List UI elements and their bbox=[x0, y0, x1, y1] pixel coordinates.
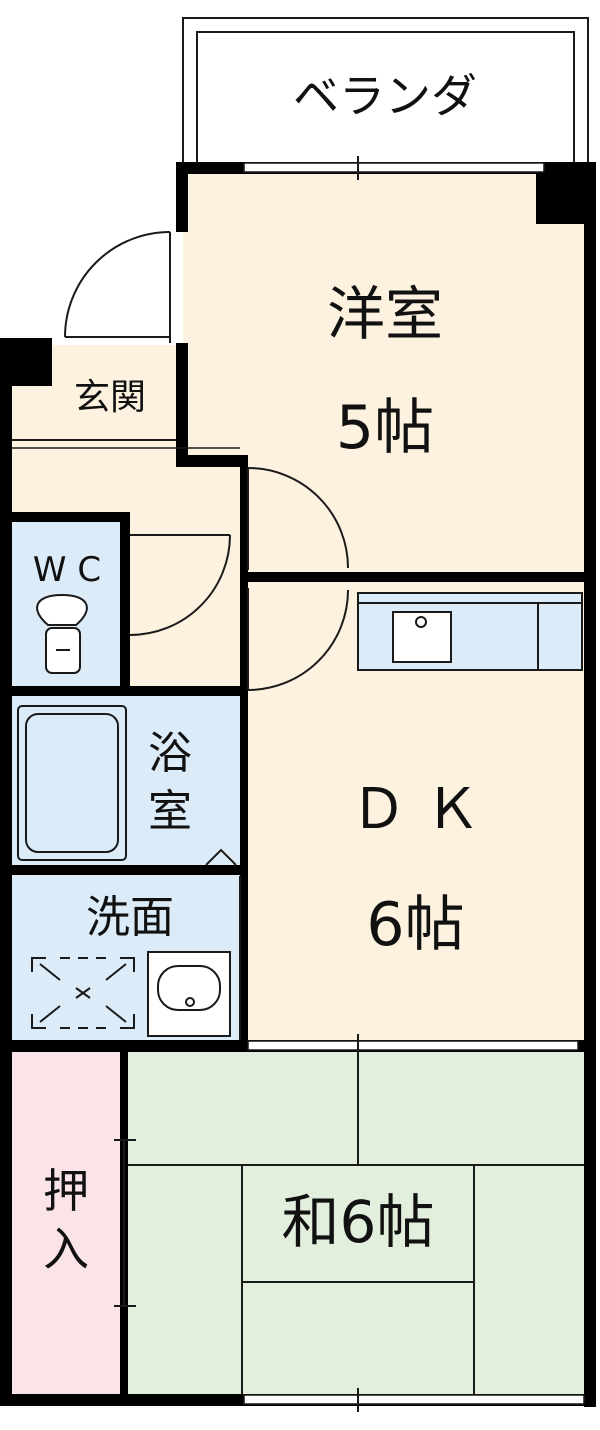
japanese-room-label: 和6帖 bbox=[281, 1188, 435, 1256]
washroom-label: 洗面 bbox=[86, 892, 174, 943]
western-room-size: 5帖 bbox=[335, 393, 435, 463]
closet-floor bbox=[12, 1048, 124, 1395]
western-room-floor bbox=[183, 170, 587, 575]
bathroom-floor bbox=[12, 690, 244, 870]
tatami-lines bbox=[128, 1048, 587, 1395]
toilet-fixture bbox=[36, 593, 88, 674]
toilet-door bbox=[129, 534, 231, 636]
windows bbox=[243, 162, 585, 1405]
kitchen-counter bbox=[357, 592, 583, 671]
western-room-name: 洋室 bbox=[326, 280, 443, 348]
washer-space bbox=[31, 957, 135, 1029]
bathroom-door bbox=[205, 848, 241, 1040]
balcony-railing bbox=[182, 17, 589, 166]
closet-door bbox=[114, 1139, 136, 1307]
balcony-label: ベランダ bbox=[293, 69, 477, 123]
western-room-door bbox=[247, 467, 349, 570]
bathtub-fixture bbox=[17, 705, 127, 861]
dining-kitchen-door bbox=[247, 588, 349, 691]
bathroom-label-line1: 浴 bbox=[148, 728, 192, 779]
closet-label-line1: 押 bbox=[43, 1164, 89, 1218]
dining-kitchen-name: Ｄ Ｋ bbox=[350, 777, 481, 842]
bathroom-label-line2: 室 bbox=[148, 786, 192, 837]
balcony-area bbox=[183, 18, 587, 166]
entrance-label: 玄関 bbox=[73, 377, 146, 418]
dining-kitchen-size: 6帖 bbox=[366, 890, 465, 960]
closet-label-line2: 入 bbox=[43, 1222, 89, 1276]
wash-basin-fixture bbox=[147, 951, 231, 1037]
toilet-label: W C bbox=[32, 550, 102, 590]
entrance-door bbox=[64, 231, 171, 343]
